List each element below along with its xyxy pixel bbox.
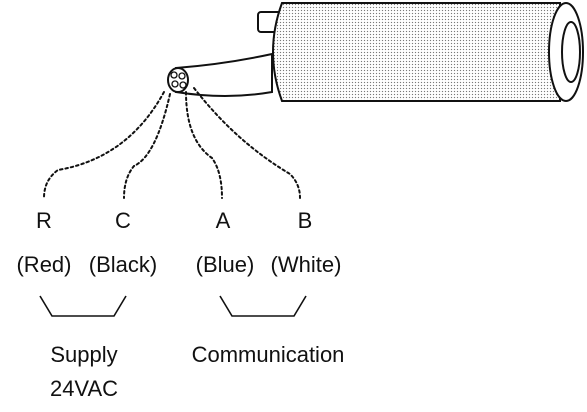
sensor-device-icon (167, 2, 584, 102)
supply-bracket (39, 295, 127, 317)
terminal-r-label: R (36, 208, 52, 233)
terminal-b-label: B (298, 208, 313, 233)
wire-color-red: (Red) (16, 252, 71, 277)
supply-label: Supply (50, 342, 117, 367)
sensor-front-opening (561, 21, 581, 83)
wire-red (43, 91, 165, 199)
terminal-c-label: C (115, 208, 131, 233)
wire-black (123, 93, 171, 199)
terminal-a-label: A (216, 208, 231, 233)
cable-end-conductors (170, 71, 187, 89)
wire-color-blue: (Blue) (196, 252, 255, 277)
communication-bracket (219, 295, 307, 317)
supply-voltage-label: 24VAC (50, 376, 118, 401)
sensor-cable (175, 52, 273, 97)
wire-color-white: (White) (271, 252, 342, 277)
cable-end (167, 67, 189, 93)
sensor-body (272, 2, 561, 102)
wire-blue (185, 91, 223, 199)
wire-color-black: (Black) (89, 252, 157, 277)
wire-white (193, 87, 301, 199)
communication-label: Communication (192, 342, 345, 367)
